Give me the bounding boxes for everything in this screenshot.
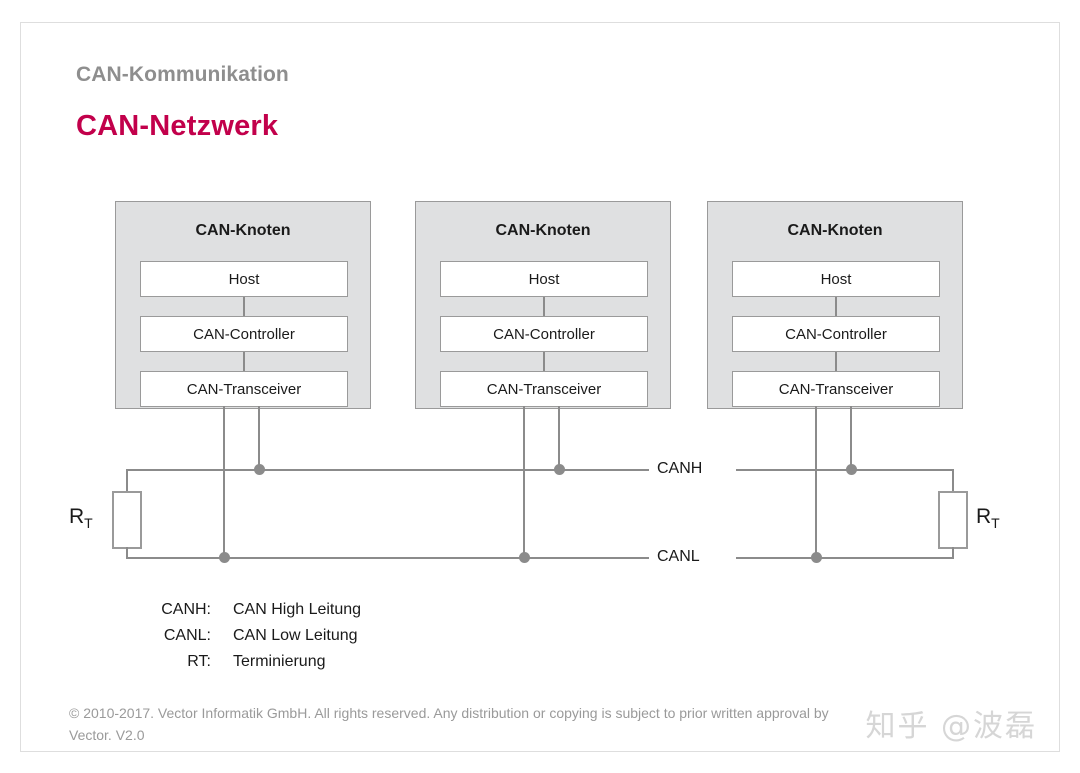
can-node-3-link-controller-transceiver xyxy=(835,352,837,371)
legend-item-canh: CANH: CAN High Leitung xyxy=(131,601,361,619)
can-node-1-host: Host xyxy=(140,261,348,297)
legend-value-rt: Terminierung xyxy=(233,653,326,670)
legend-item-rt: RT: Terminierung xyxy=(131,653,361,671)
can-node-1-controller: CAN-Controller xyxy=(140,316,348,352)
legend-item-canl: CANL: CAN Low Leitung xyxy=(131,627,361,645)
can-node-1-link-host-controller xyxy=(243,297,245,316)
can-node-1-link-controller-transceiver xyxy=(243,352,245,371)
zhihu-watermark: 知乎 @波磊 xyxy=(865,709,1037,744)
node-3-canl-stub xyxy=(815,406,817,559)
can-node-3-controller: CAN-Controller xyxy=(732,316,940,352)
can-node-2-transceiver: CAN-Transceiver xyxy=(440,371,648,407)
right-termination-label: RT xyxy=(976,505,1000,531)
legend-value-canl: CAN Low Leitung xyxy=(233,627,358,644)
node-1-canh-stub xyxy=(258,406,260,470)
canl-bus-right-segment xyxy=(736,557,954,559)
right-termination-t: T xyxy=(991,515,1000,532)
can-node-3-title: CAN-Knoten xyxy=(787,222,883,239)
slide-canvas: CAN-Kommunikation CAN-Netzwerk CAN-Knote… xyxy=(20,22,1060,752)
legend-key-canh: CANH: xyxy=(161,601,211,618)
node-2-canh-junction-dot xyxy=(554,464,565,475)
right-termination-top-riser xyxy=(952,469,954,491)
can-node-3: CAN-Knoten Host CAN-Controller CAN-Trans… xyxy=(707,201,963,409)
can-node-3-transceiver: CAN-Transceiver xyxy=(732,371,940,407)
node-1-canl-stub xyxy=(223,406,225,559)
canh-bus-label: CANH xyxy=(657,460,703,477)
can-network-diagram: CAN-Knoten Host CAN-Controller CAN-Trans… xyxy=(21,23,1061,753)
can-node-1: CAN-Knoten Host CAN-Controller CAN-Trans… xyxy=(115,201,371,409)
legend-value-canh: CAN High Leitung xyxy=(233,601,362,618)
left-termination-resistor xyxy=(112,491,142,549)
left-termination-top-riser xyxy=(126,469,128,491)
copyright-line-2: Vector. V2.0 xyxy=(69,726,145,743)
node-2-canl-junction-dot xyxy=(519,552,530,563)
copyright-footer: © 2010-2017. Vector Informatik GmbH. All… xyxy=(69,703,999,746)
canl-bus-label: CANL xyxy=(657,548,700,565)
right-termination-resistor xyxy=(938,491,968,549)
node-3-canh-junction-dot xyxy=(846,464,857,475)
legend-key-rt: RT: xyxy=(187,653,211,670)
can-node-2-link-host-controller xyxy=(543,297,545,316)
can-node-1-transceiver: CAN-Transceiver xyxy=(140,371,348,407)
can-node-2-link-controller-transceiver xyxy=(543,352,545,371)
can-node-1-title: CAN-Knoten xyxy=(195,222,291,239)
can-node-2: CAN-Knoten Host CAN-Controller CAN-Trans… xyxy=(415,201,671,409)
node-2-canh-stub xyxy=(558,406,560,470)
slide-kicker: CAN-Kommunikation xyxy=(76,63,289,86)
node-3-canl-junction-dot xyxy=(811,552,822,563)
can-node-2-host: Host xyxy=(440,261,648,297)
left-termination-t: T xyxy=(84,515,93,532)
copyright-line-1: © 2010-2017. Vector Informatik GmbH. All… xyxy=(69,705,829,721)
canh-bus-left-segment xyxy=(126,469,649,471)
can-node-2-controller: CAN-Controller xyxy=(440,316,648,352)
right-termination-r: R xyxy=(976,505,992,528)
node-2-canl-stub xyxy=(523,406,525,559)
node-1-canl-junction-dot xyxy=(219,552,230,563)
canh-bus-right-segment xyxy=(736,469,954,471)
left-termination-label: RT xyxy=(69,505,93,531)
canl-bus-left-segment xyxy=(126,557,649,559)
can-node-3-link-host-controller xyxy=(835,297,837,316)
node-1-canh-junction-dot xyxy=(254,464,265,475)
left-termination-bottom-riser xyxy=(126,547,128,559)
legend-key-canl: CANL: xyxy=(163,627,211,644)
node-3-canh-stub xyxy=(850,406,852,470)
can-node-2-title: CAN-Knoten xyxy=(495,222,591,239)
can-node-3-host: Host xyxy=(732,261,940,297)
left-termination-r: R xyxy=(69,505,85,528)
page-title: CAN-Netzwerk xyxy=(76,110,279,142)
legend: CANH: CAN High Leitung CANL: CAN Low Lei… xyxy=(131,601,361,679)
right-termination-bottom-riser xyxy=(952,547,954,559)
